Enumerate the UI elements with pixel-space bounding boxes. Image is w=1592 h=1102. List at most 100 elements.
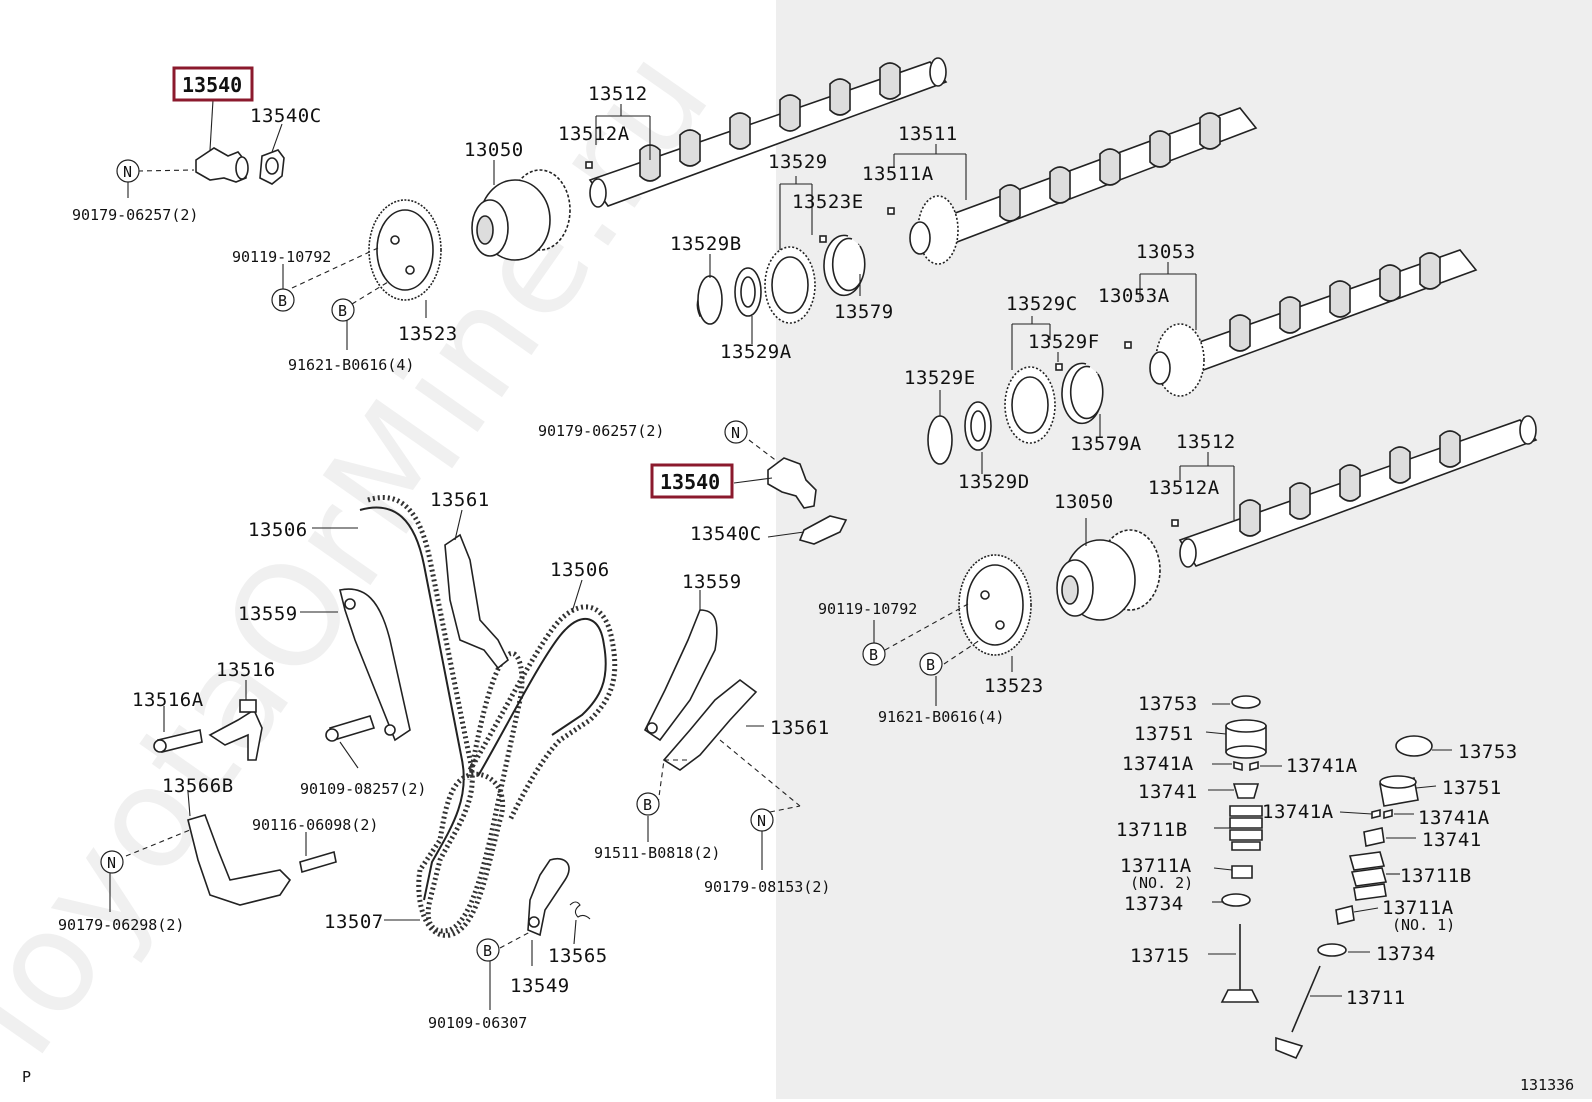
label-91621-b0616-bottom[interactable]: 91621-B0616(4) xyxy=(878,708,1004,726)
label-13741a-4[interactable]: 13741A xyxy=(1418,807,1490,829)
marker-n-3: N xyxy=(750,808,774,832)
highlight-box-middle xyxy=(650,463,734,499)
label-13711a-left[interactable]: 13711A xyxy=(1120,855,1192,877)
chain-damper-13566b xyxy=(187,814,337,906)
label-13512-top[interactable]: 13512 xyxy=(588,83,648,105)
label-13511a[interactable]: 13511A xyxy=(862,163,934,185)
label-13529b[interactable]: 13529B xyxy=(670,233,742,255)
label-13529e[interactable]: 13529E xyxy=(904,367,976,389)
label-13565[interactable]: 13565 xyxy=(548,945,608,967)
label-90179-06257-middle[interactable]: 90179-06257(2) xyxy=(538,422,664,440)
timing-rotor-13523-bottom xyxy=(958,554,1032,656)
label-13715[interactable]: 13715 xyxy=(1130,945,1190,967)
chain-guide-13561-left xyxy=(444,533,510,670)
label-13529f[interactable]: 13529F xyxy=(1028,331,1100,353)
label-13507[interactable]: 13507 xyxy=(324,911,384,933)
bearing-set-13529c xyxy=(927,362,1104,465)
marker-b-1: B xyxy=(271,288,295,312)
label-13529d[interactable]: 13529D xyxy=(958,471,1030,493)
svg-text:B: B xyxy=(338,302,347,320)
label-13512a-bottom[interactable]: 13512A xyxy=(1148,477,1220,499)
label-90109-06307[interactable]: 90109-06307 xyxy=(428,1014,527,1032)
label-13741a-2[interactable]: 13741A xyxy=(1286,755,1358,777)
label-13734-left[interactable]: 13734 xyxy=(1124,893,1184,915)
label-13512a-top[interactable]: 13512A xyxy=(558,123,630,145)
label-13559-left[interactable]: 13559 xyxy=(238,603,298,625)
label-13753-left[interactable]: 13753 xyxy=(1138,693,1198,715)
label-13506-right[interactable]: 13506 xyxy=(550,559,610,581)
label-13566b[interactable]: 13566B xyxy=(162,775,234,797)
label-13053a[interactable]: 13053A xyxy=(1098,285,1170,307)
valve-train-left xyxy=(1220,695,1267,1003)
label-13711[interactable]: 13711 xyxy=(1346,987,1406,1009)
chain-slipper-13559-left xyxy=(339,588,411,742)
label-13751-right[interactable]: 13751 xyxy=(1442,777,1502,799)
tensioner-13540-top xyxy=(195,147,285,185)
vvt-gear-13050-top xyxy=(471,169,571,261)
marker-b-2: B xyxy=(331,298,355,322)
marker-b-5: B xyxy=(636,792,660,816)
label-13523-top[interactable]: 13523 xyxy=(398,323,458,345)
label-13549[interactable]: 13549 xyxy=(510,975,570,997)
label-13529c[interactable]: 13529C xyxy=(1006,293,1078,315)
label-13711b-left[interactable]: 13711B xyxy=(1116,819,1188,841)
label-90116-06098[interactable]: 90116-06098(2) xyxy=(252,816,378,834)
label-13512-bottom[interactable]: 13512 xyxy=(1176,431,1236,453)
label-13579a[interactable]: 13579A xyxy=(1070,433,1142,455)
label-13050-bottom[interactable]: 13050 xyxy=(1054,491,1114,513)
label-13523e[interactable]: 13523E xyxy=(792,191,864,213)
label-13540c-middle[interactable]: 13540C xyxy=(690,523,762,545)
label-91621-b0616-top[interactable]: 91621-B0616(4) xyxy=(288,356,414,374)
timing-chain-13506-left xyxy=(359,495,525,934)
label-13741a-1[interactable]: 13741A xyxy=(1122,753,1194,775)
label-13741a-3[interactable]: 13741A xyxy=(1262,801,1334,823)
label-90119-10792-top[interactable]: 90119-10792 xyxy=(232,248,331,266)
label-13561-right[interactable]: 13561 xyxy=(770,717,830,739)
label-13529[interactable]: 13529 xyxy=(768,151,828,173)
label-13523-bottom[interactable]: 13523 xyxy=(984,675,1044,697)
label-13506-left[interactable]: 13506 xyxy=(248,519,308,541)
timing-rotor-13523-top xyxy=(368,199,442,301)
label-13540c-top[interactable]: 13540C xyxy=(250,105,322,127)
marker-b-3: B xyxy=(862,642,886,666)
label-13540-top[interactable]: 13540 xyxy=(182,73,242,97)
svg-text:B: B xyxy=(869,646,878,664)
label-13751-left[interactable]: 13751 xyxy=(1134,723,1194,745)
label-13516[interactable]: 13516 xyxy=(216,659,276,681)
label-13053[interactable]: 13053 xyxy=(1136,241,1196,263)
label-90179-06257-top[interactable]: 90179-06257(2) xyxy=(72,206,198,224)
svg-text:N: N xyxy=(757,812,766,830)
bearing-set-13529-top xyxy=(696,234,866,325)
highlight-box-top xyxy=(172,66,254,102)
page-marker: P xyxy=(22,1068,31,1086)
chain-slipper-13559-right xyxy=(643,609,718,742)
label-no1: (NO. 1) xyxy=(1392,916,1455,934)
label-90179-08153[interactable]: 90179-08153(2) xyxy=(704,878,830,896)
tensioner-13540-middle xyxy=(767,457,848,545)
label-13741-left[interactable]: 13741 xyxy=(1138,781,1198,803)
marker-b-6: B xyxy=(476,938,500,962)
label-13511[interactable]: 13511 xyxy=(898,123,958,145)
label-90179-06298[interactable]: 90179-06298(2) xyxy=(58,916,184,934)
label-91511-b0818[interactable]: 91511-B0818(2) xyxy=(594,844,720,862)
label-13516a[interactable]: 13516A xyxy=(132,689,204,711)
label-13540-middle[interactable]: 13540 xyxy=(660,470,720,494)
label-13529a[interactable]: 13529A xyxy=(720,341,792,363)
label-13711b-right[interactable]: 13711B xyxy=(1400,865,1472,887)
svg-text:B: B xyxy=(483,942,492,960)
label-13050-top[interactable]: 13050 xyxy=(464,139,524,161)
marker-n-4: N xyxy=(100,850,124,874)
label-13579[interactable]: 13579 xyxy=(834,301,894,323)
label-13753-right[interactable]: 13753 xyxy=(1458,741,1518,763)
label-90119-10792-bottom[interactable]: 90119-10792 xyxy=(818,600,917,618)
label-13734-right[interactable]: 13734 xyxy=(1376,943,1436,965)
label-13561-left[interactable]: 13561 xyxy=(430,489,490,511)
label-90109-08257[interactable]: 90109-08257(2) xyxy=(300,780,426,798)
svg-text:B: B xyxy=(643,796,652,814)
label-13559-right[interactable]: 13559 xyxy=(682,571,742,593)
label-13711a-right[interactable]: 13711A xyxy=(1382,897,1454,919)
chain-guide-13561-right xyxy=(662,678,758,771)
label-13741-right[interactable]: 13741 xyxy=(1422,829,1482,851)
label-no2: (NO. 2) xyxy=(1130,874,1193,892)
